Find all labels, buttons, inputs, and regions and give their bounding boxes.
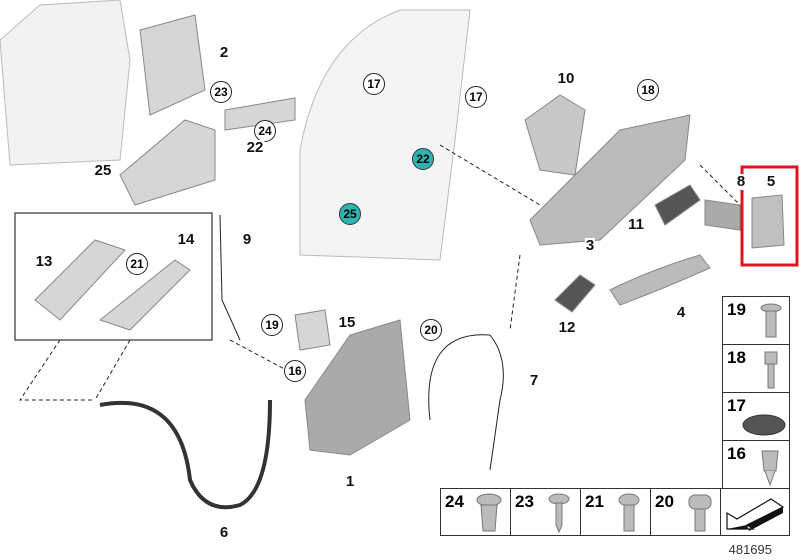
bolt-icon bbox=[764, 351, 778, 389]
cell-number: 18 bbox=[727, 348, 746, 367]
side-table-cell-16[interactable]: 16 bbox=[722, 440, 790, 489]
inner-handle-13 bbox=[34, 239, 126, 321]
nut-insert-icon bbox=[476, 493, 502, 532]
screw-icon bbox=[760, 303, 782, 338]
callout-13[interactable]: 13 bbox=[34, 253, 54, 270]
clip-icon bbox=[761, 450, 779, 487]
screw-icon bbox=[618, 493, 640, 532]
bottom-table-cell-23[interactable]: 23 bbox=[510, 488, 581, 536]
side-table-cell-18[interactable]: 18 bbox=[722, 344, 790, 393]
inset-box bbox=[14, 212, 213, 341]
bolt-icon bbox=[688, 494, 712, 532]
bracket-15 bbox=[294, 309, 331, 351]
callout-18[interactable]: 18 bbox=[637, 79, 659, 101]
callout-8[interactable]: 8 bbox=[735, 173, 747, 190]
bottom-table-cell-21[interactable]: 21 bbox=[580, 488, 651, 536]
cell-number: 19 bbox=[727, 300, 746, 319]
callout-25[interactable]: 25 bbox=[93, 162, 113, 179]
callout-6[interactable]: 6 bbox=[218, 524, 230, 541]
direction-arrow-cell bbox=[720, 488, 790, 536]
cell-number: 16 bbox=[727, 444, 746, 463]
gasket-12 bbox=[554, 274, 596, 313]
side-table-cell-19[interactable]: 19 bbox=[722, 296, 790, 345]
bottom-table-cell-24[interactable]: 24 bbox=[440, 488, 511, 536]
bottom-table-cell-20[interactable]: 20 bbox=[650, 488, 721, 536]
callout-11[interactable]: 11 bbox=[627, 216, 645, 233]
callout-12[interactable]: 12 bbox=[557, 319, 577, 336]
callout-7[interactable]: 7 bbox=[528, 372, 540, 389]
gasket-11 bbox=[654, 184, 701, 226]
handle-4 bbox=[609, 254, 711, 306]
door-frame-left bbox=[0, 0, 131, 166]
callout-25-teal[interactable]: 25 bbox=[339, 203, 361, 225]
plug-icon bbox=[742, 414, 786, 436]
callout-4[interactable]: 4 bbox=[675, 304, 687, 321]
inner-handle-14 bbox=[98, 259, 191, 331]
cell-number: 17 bbox=[727, 396, 746, 415]
cover-25 bbox=[119, 119, 216, 206]
bracket-10 bbox=[524, 94, 586, 176]
callout-24[interactable]: 24 bbox=[254, 120, 276, 142]
cable-6 bbox=[99, 399, 272, 510]
callout-15[interactable]: 15 bbox=[337, 314, 357, 331]
callout-22[interactable]: 22 bbox=[245, 139, 265, 156]
callout-20[interactable]: 20 bbox=[420, 319, 442, 341]
arrow-icon bbox=[726, 498, 785, 531]
callout-19[interactable]: 19 bbox=[261, 314, 283, 336]
cell-number: 23 bbox=[515, 492, 534, 511]
cell-number: 21 bbox=[585, 492, 604, 511]
leader-lines bbox=[19, 144, 741, 401]
callout-3[interactable]: 3 bbox=[584, 237, 596, 254]
rod-9 bbox=[219, 214, 241, 341]
lock-cylinder-8 bbox=[704, 199, 741, 231]
callout-17[interactable]: 17 bbox=[363, 73, 385, 95]
callout-17[interactable]: 17 bbox=[465, 86, 487, 108]
callout-22-teal[interactable]: 22 bbox=[412, 148, 434, 170]
callout-14[interactable]: 14 bbox=[176, 231, 196, 248]
callout-5[interactable]: 5 bbox=[765, 173, 777, 190]
callout-16[interactable]: 16 bbox=[284, 360, 306, 382]
door-panel bbox=[299, 9, 471, 261]
tapping-screw-icon bbox=[548, 493, 570, 533]
side-table-cell-17[interactable]: 17 bbox=[722, 392, 790, 441]
cable-7 bbox=[428, 334, 504, 471]
document-number: 481695 bbox=[728, 542, 772, 557]
cell-number: 20 bbox=[655, 492, 674, 511]
callout-1[interactable]: 1 bbox=[344, 473, 356, 490]
cap-5 bbox=[751, 194, 785, 249]
bracket-22 bbox=[224, 97, 296, 131]
lock-module-2 bbox=[139, 14, 206, 116]
callout-2[interactable]: 2 bbox=[218, 44, 230, 61]
lock-1 bbox=[304, 319, 411, 456]
callout-23[interactable]: 23 bbox=[210, 81, 232, 103]
carrier-3 bbox=[529, 114, 691, 246]
cell-number: 24 bbox=[445, 492, 464, 511]
highlight-box bbox=[740, 165, 799, 267]
callout-9[interactable]: 9 bbox=[241, 231, 253, 248]
callout-10[interactable]: 10 bbox=[556, 70, 576, 87]
callout-21[interactable]: 21 bbox=[126, 253, 148, 275]
